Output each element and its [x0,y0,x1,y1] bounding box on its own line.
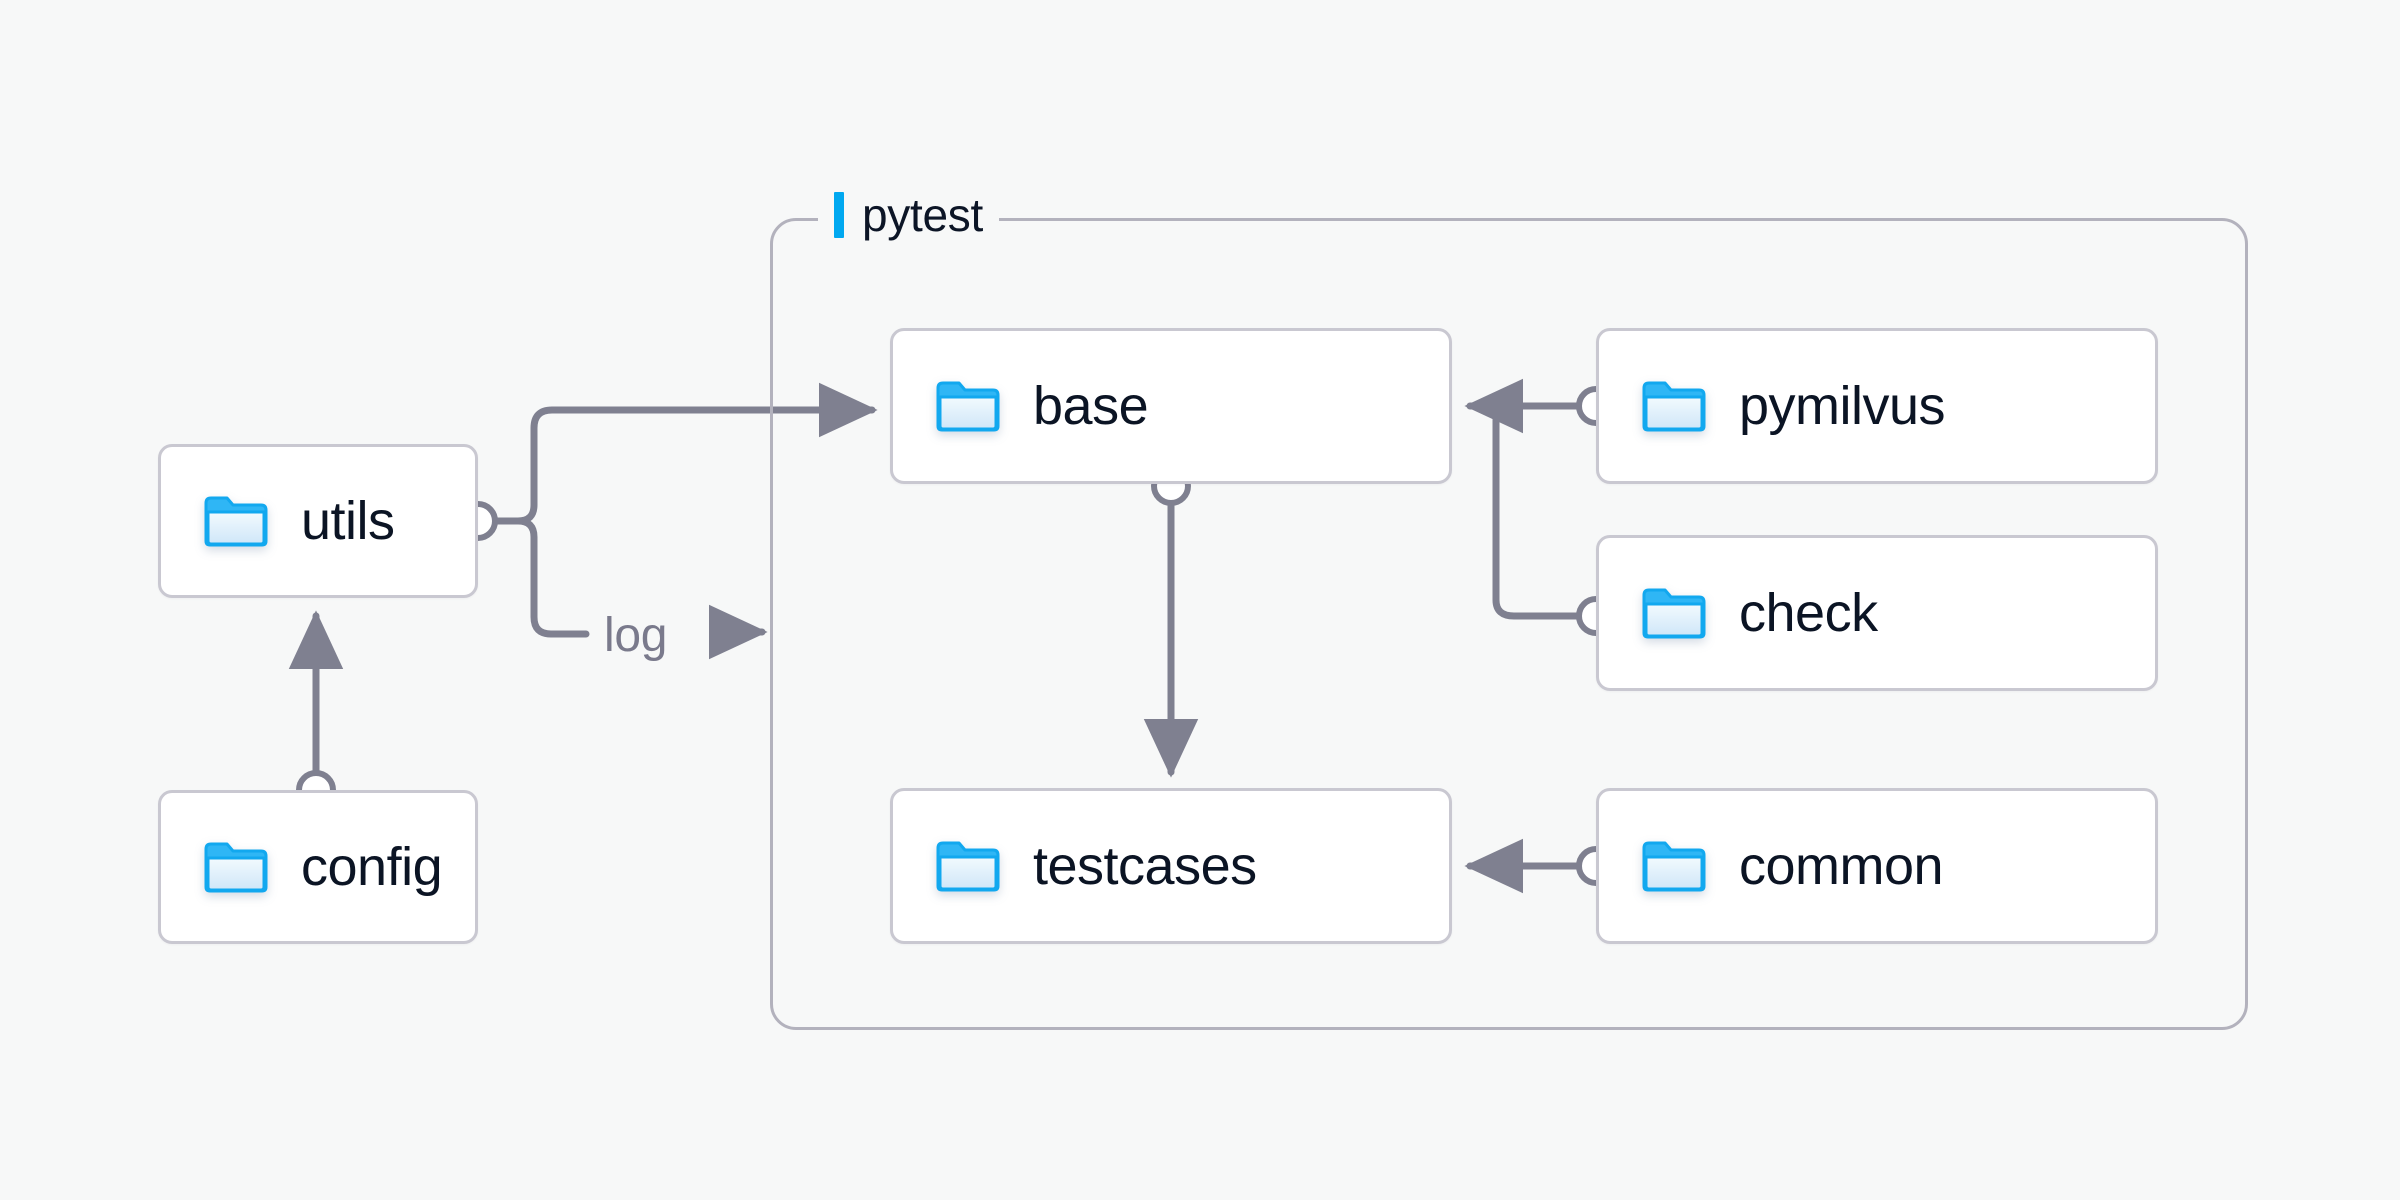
node-label: check [1739,583,1878,643]
node-label: common [1739,836,1944,896]
node-pymilvus[interactable]: pymilvus [1596,328,2158,484]
group-title-label: pytest [862,189,983,241]
node-label: testcases [1033,836,1257,896]
node-label: pymilvus [1739,376,1946,436]
node-common[interactable]: common [1596,788,2158,944]
folder-icon [204,842,268,893]
group-accent-bar-icon [834,192,844,238]
node-label: config [301,837,443,897]
folder-icon [204,496,268,547]
node-testcases[interactable]: testcases [890,788,1452,944]
folder-icon [1642,841,1706,892]
folder-icon [936,841,1000,892]
node-utils[interactable]: utils [158,444,478,598]
edge-label-log: log [604,609,668,662]
pytest-group-title: pytest [818,192,999,238]
folder-icon [1642,588,1706,639]
folder-icon [1642,381,1706,432]
edge-utils-to-pytest-log [492,517,590,638]
node-label: base [1033,376,1149,436]
node-config[interactable]: config [158,790,478,944]
folder-icon [936,381,1000,432]
pytest-group-container[interactable] [770,218,2248,1030]
node-base[interactable]: base [890,328,1452,484]
node-label: utils [301,491,395,551]
node-check[interactable]: check [1596,535,2158,691]
